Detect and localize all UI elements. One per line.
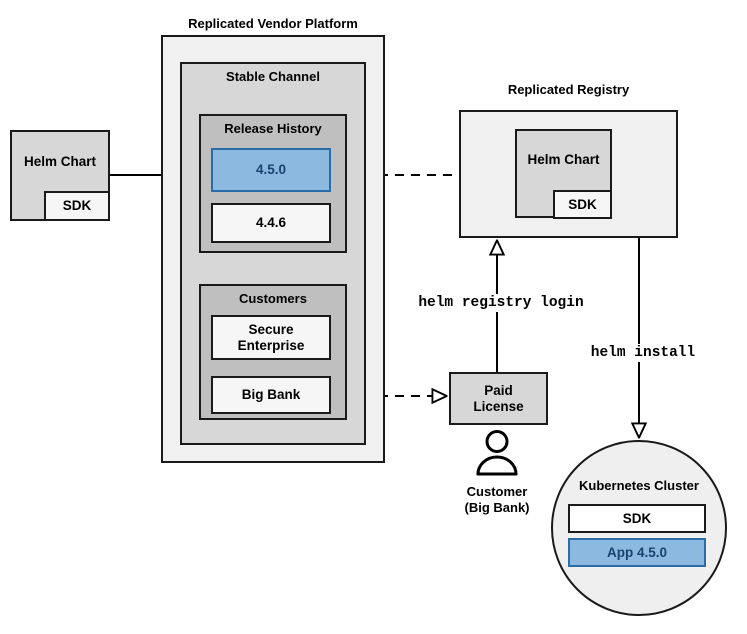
cluster-component-label: SDK — [622, 510, 652, 526]
source-sdk-label: SDK — [62, 198, 92, 214]
customer-caption: Customer (Big Bank) — [464, 484, 530, 515]
customer-name-label: Secure Enterprise — [237, 321, 305, 353]
cluster-component-app[interactable]: App 4.5.0 — [568, 538, 706, 567]
kubernetes-cluster-title: Kubernetes Cluster — [579, 478, 699, 493]
customer-person-icon — [476, 430, 518, 476]
cluster-component-label: App 4.5.0 — [606, 544, 668, 560]
release-item-4-5-0[interactable]: 4.5.0 — [211, 148, 331, 192]
source-helm-chart-label: Helm Chart — [23, 153, 96, 169]
customer-name-label: Big Bank — [241, 387, 301, 403]
helm-install-label: helm install — [572, 344, 714, 362]
source-sdk-box[interactable]: SDK — [44, 191, 110, 221]
paid-license-label: Paid License — [473, 382, 524, 414]
paid-license-box[interactable]: Paid License — [449, 372, 548, 425]
release-history-title: Release History — [224, 121, 322, 136]
registry-sdk-box[interactable]: SDK — [553, 190, 612, 219]
stable-channel-title: Stable Channel — [226, 69, 320, 84]
helm-registry-login-label: helm registry login — [400, 294, 602, 312]
platform-title: Replicated Vendor Platform — [188, 16, 358, 31]
registry-helm-chart-label: Helm Chart — [527, 151, 600, 167]
customers-title: Customers — [239, 291, 307, 306]
registry-sdk-label: SDK — [568, 196, 597, 212]
release-item-4-4-6[interactable]: 4.4.6 — [211, 203, 331, 243]
customer-item-big-bank[interactable]: Big Bank — [211, 376, 331, 414]
cluster-component-sdk[interactable]: SDK — [568, 504, 706, 533]
release-version-label: 4.5.0 — [255, 162, 287, 178]
registry-title: Replicated Registry — [507, 82, 630, 97]
release-version-label: 4.4.6 — [255, 215, 287, 231]
customer-item-secure-enterprise[interactable]: Secure Enterprise — [211, 315, 331, 360]
